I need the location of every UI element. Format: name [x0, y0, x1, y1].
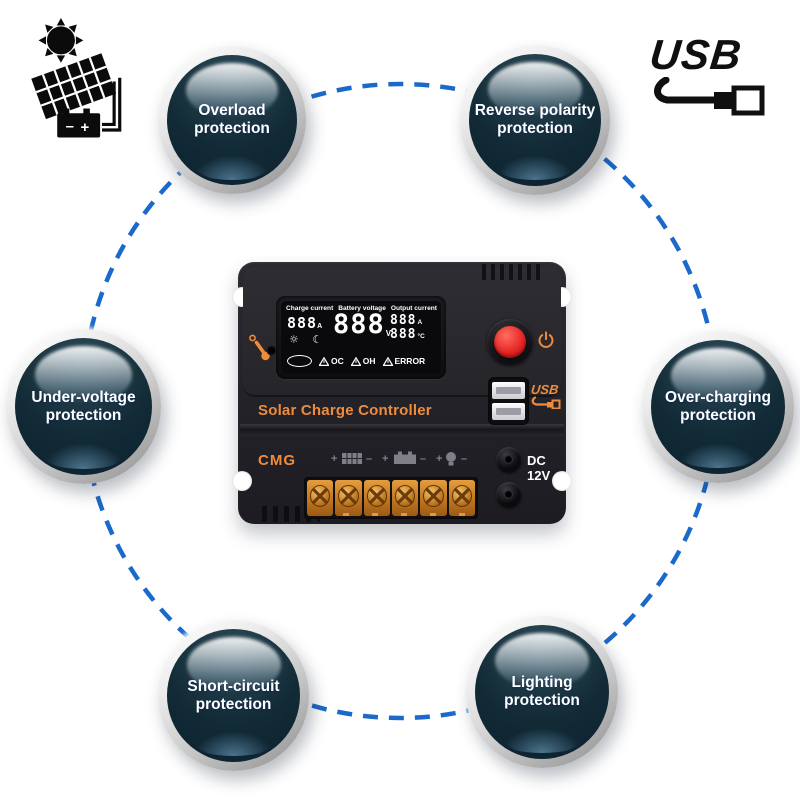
- screw-terminal: [391, 480, 419, 516]
- warning-error: ERROR: [382, 356, 425, 366]
- badge-reverse-polarity-protection: Reverse polarity protection: [460, 45, 610, 195]
- svg-text:+: +: [331, 453, 337, 465]
- usb-port: [492, 382, 525, 399]
- usb-plug-small-icon: [531, 396, 561, 410]
- warning-triangle-icon: [350, 356, 361, 366]
- brand-text: Solar Charge Controller: [258, 402, 432, 419]
- screw-terminal: [335, 480, 362, 516]
- usb-logo: USB: [647, 31, 790, 118]
- warning-triangle-icon: [319, 356, 329, 366]
- warning-triangle-icon: [382, 356, 393, 366]
- badge-under-voltage-protection: Under-voltage protection: [6, 329, 161, 484]
- mounting-notch: [232, 471, 252, 491]
- screw-terminal: [363, 480, 390, 516]
- usb-plug-icon: [654, 76, 765, 116]
- battery-type-oval-icon: [287, 355, 312, 367]
- badge-short-circuit-protection: Short-circuit protection: [158, 620, 309, 771]
- label-charge-current: Charge current: [286, 305, 334, 312]
- warning-oh: OH: [350, 356, 376, 366]
- badge-over-charging-protection: Over-charging protection: [642, 331, 794, 483]
- screw-terminal: [448, 480, 475, 516]
- svg-text:+: +: [382, 453, 388, 465]
- svg-text:–: –: [420, 453, 426, 465]
- lcd-display: Charge current Battery voltage Output cu…: [276, 296, 446, 379]
- body-ridge: [240, 424, 564, 436]
- temperature-readout: 888°C: [390, 326, 425, 342]
- terminal-block: [304, 477, 478, 519]
- temp-sensor-icon: [249, 334, 270, 361]
- warning-oc: OC: [319, 356, 344, 366]
- label-output-current: Output current: [390, 305, 437, 312]
- badge-label: Under-voltage protection: [31, 388, 136, 424]
- badge-label: Short-circuit protection: [187, 677, 280, 713]
- sensor-jack-hole: [268, 347, 275, 354]
- lcd-field-labels: Charge current Battery voltage Output cu…: [286, 305, 437, 312]
- badge-face: [170, 58, 294, 182]
- badge-lighting-protection: Lighting protection: [466, 616, 618, 768]
- terminal-markings: + – + – + –: [331, 451, 467, 466]
- model-text: CMG: [258, 452, 296, 469]
- badge-face: [18, 341, 149, 472]
- dc-voltage-label: DC 12V: [527, 453, 551, 483]
- dc-jack: [496, 447, 522, 473]
- battery-plus-mark: +: [81, 119, 90, 136]
- screw-terminal: [307, 480, 334, 516]
- badge-label: Over-charging protection: [665, 389, 771, 424]
- badge-label: Overload protection: [194, 102, 270, 137]
- screw-terminal: [420, 480, 447, 516]
- badge-overload-protection: Overload protection: [158, 46, 306, 194]
- badge-face: [654, 343, 782, 471]
- power-button-ring: [487, 319, 533, 365]
- solar-charge-controller-device: Charge current Battery voltage Output cu…: [232, 256, 572, 530]
- device-usb-logo: USB: [530, 382, 565, 414]
- solar-panel-battery-icon: – +: [31, 18, 122, 138]
- badge-label: Lighting protection: [504, 674, 580, 709]
- charge-current-readout: 888A: [287, 314, 323, 332]
- vent-grille: [482, 264, 544, 280]
- power-button: [494, 326, 526, 358]
- lcd-screen: Charge current Battery voltage Output cu…: [281, 301, 441, 374]
- battery-minus-mark: –: [66, 118, 74, 135]
- svg-text:–: –: [366, 453, 372, 465]
- svg-text:–: –: [461, 453, 467, 465]
- dc-jack: [496, 482, 522, 508]
- usb-port-pair: [488, 377, 529, 425]
- badge-face: [472, 57, 598, 183]
- usb-port: [492, 403, 525, 420]
- lcd-status-row: OC OH ERROR: [287, 355, 438, 367]
- label-battery-voltage: Battery voltage: [338, 305, 386, 312]
- badge-label: Reverse polarity protection: [474, 102, 596, 137]
- power-icon: [538, 331, 554, 348]
- badge-face: [170, 632, 297, 759]
- mounting-notch: [552, 471, 572, 491]
- svg-text:+: +: [436, 453, 442, 465]
- usb-logo-text: USB: [647, 31, 745, 78]
- day-night-icons: ☼ ☾: [289, 333, 328, 346]
- badge-face: [478, 628, 606, 756]
